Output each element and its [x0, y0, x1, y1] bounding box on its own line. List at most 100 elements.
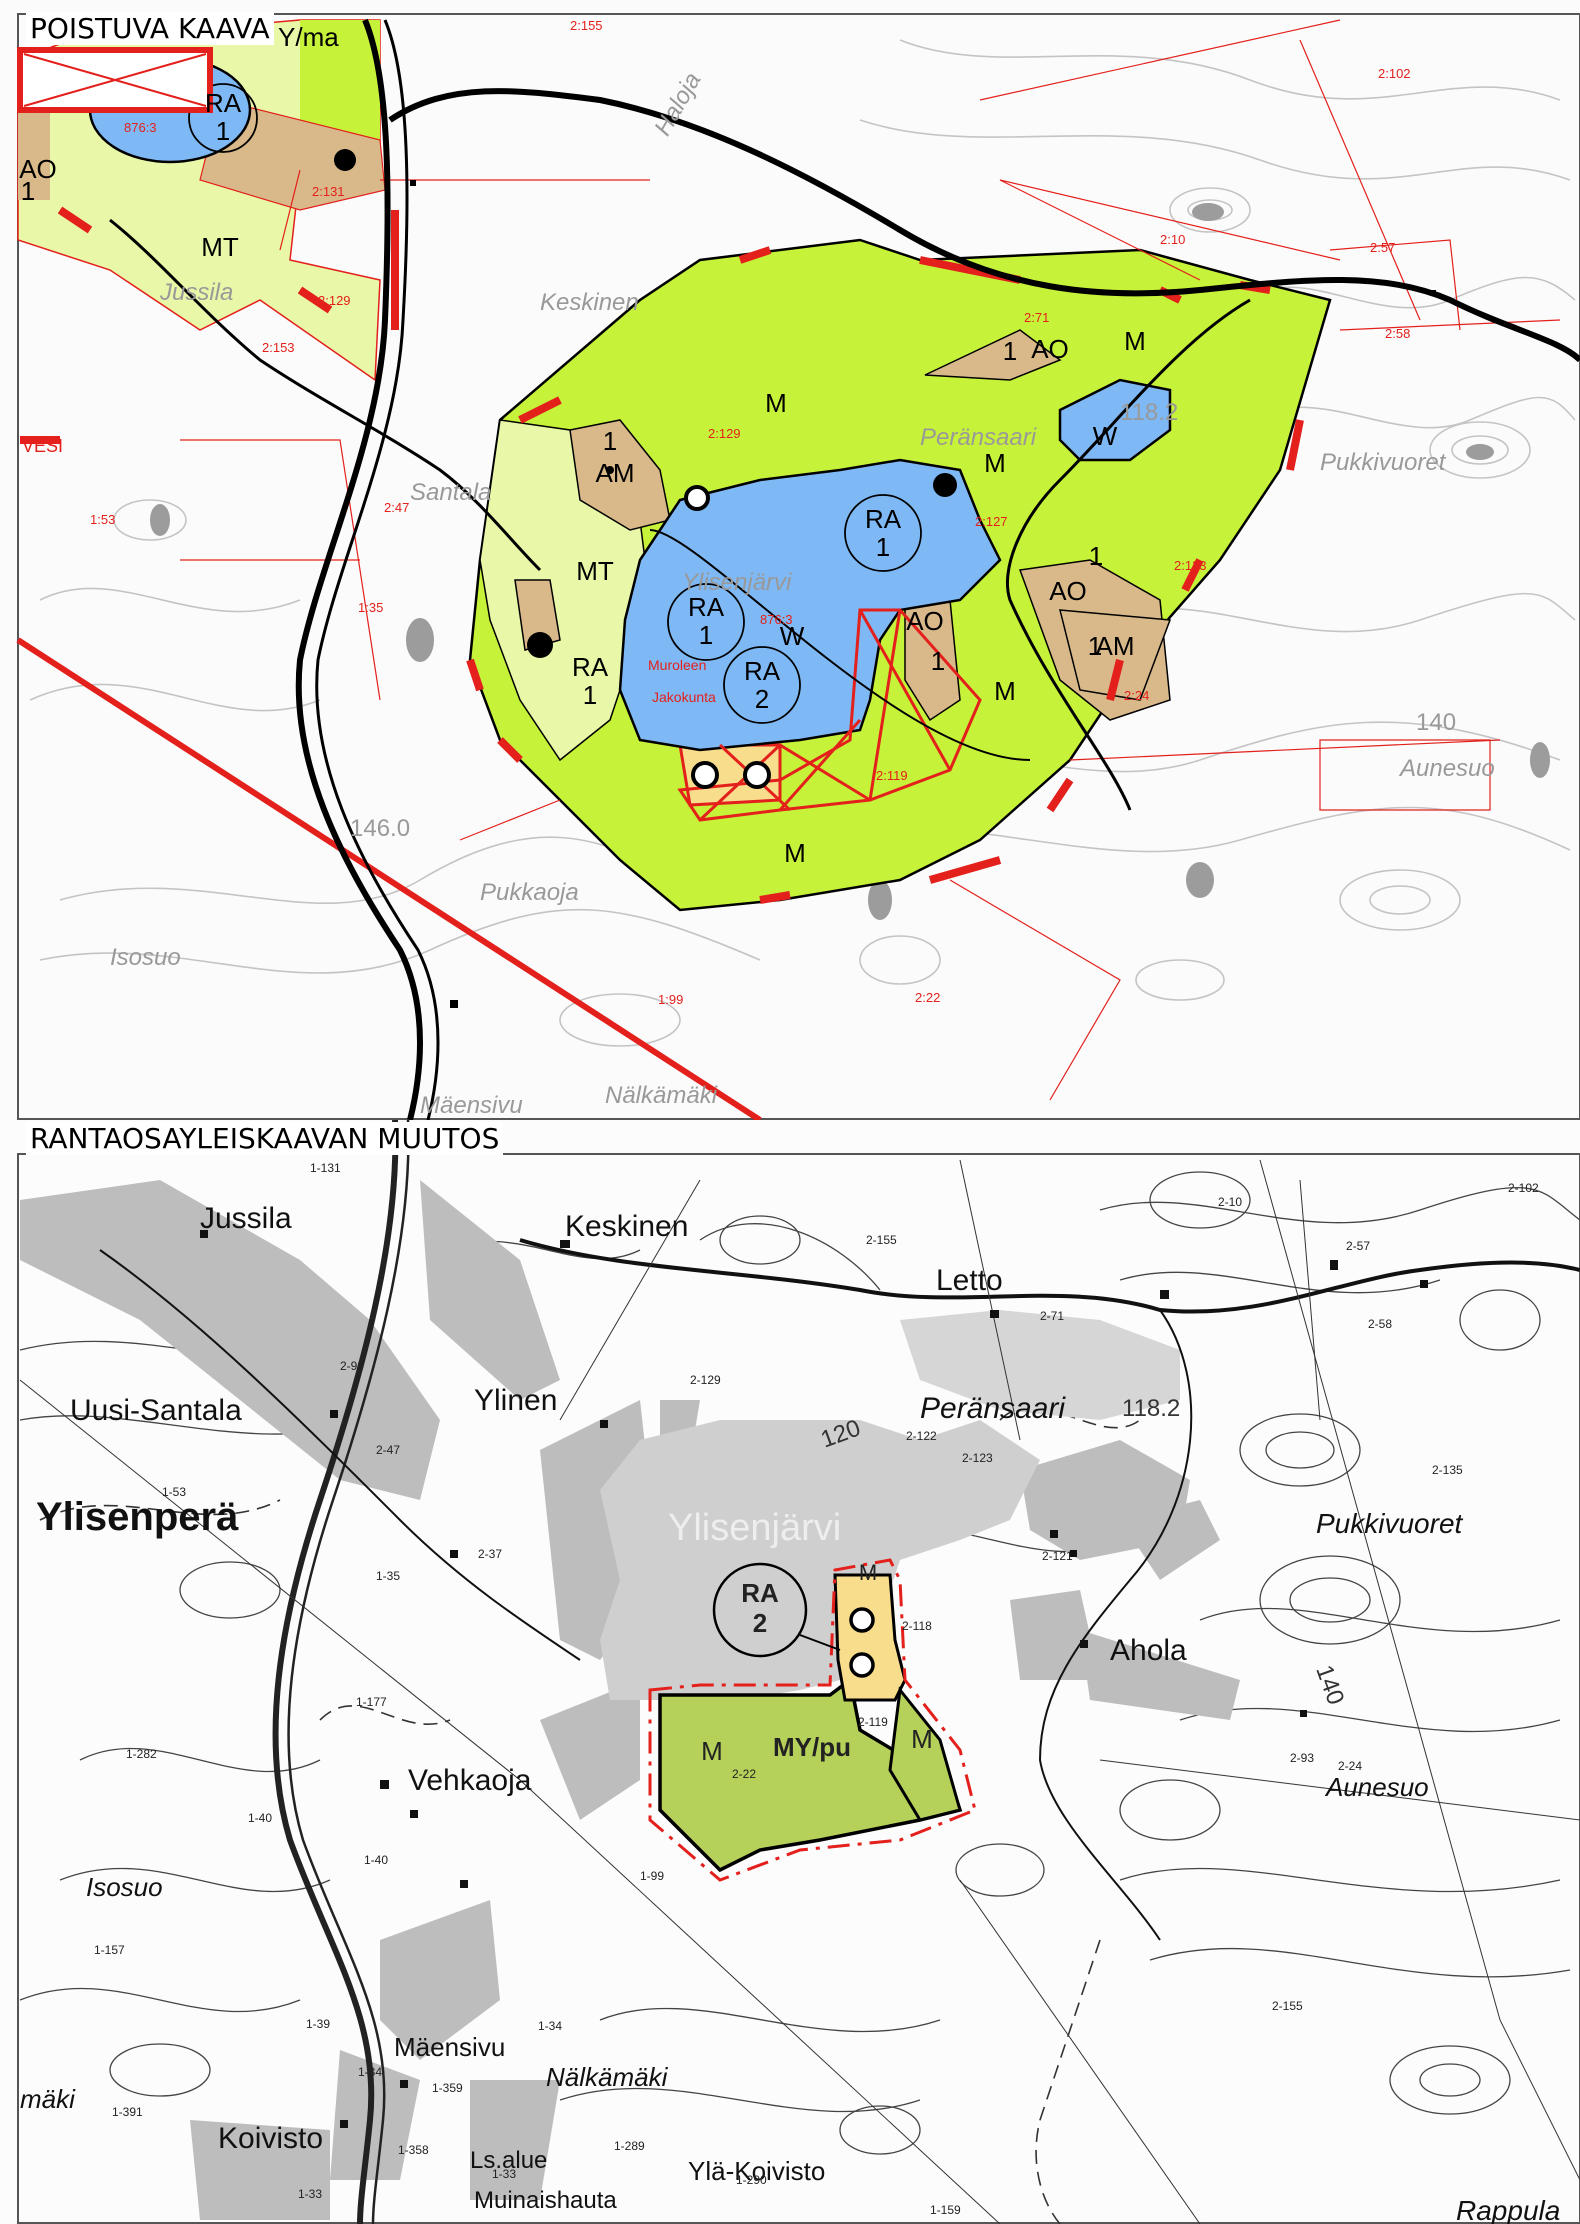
svg-text:146.0: 146.0	[350, 815, 410, 842]
removed-area-hatch	[677, 608, 982, 822]
svg-text:1-289: 1-289	[614, 2139, 645, 2153]
svg-text:2:131: 2:131	[312, 184, 345, 199]
svg-text:Letto: Letto	[936, 1264, 1003, 1297]
svg-text:1: 1	[1003, 336, 1017, 366]
svg-text:AO: AO	[1049, 576, 1087, 606]
svg-text:RA: RA	[572, 652, 609, 682]
plan-boundary-marks	[20, 206, 1304, 904]
svg-text:2-123: 2-123	[962, 1451, 993, 1465]
svg-text:Koivisto: Koivisto	[218, 2122, 323, 2155]
svg-text:2-129: 2-129	[690, 1373, 721, 1387]
svg-text:1: 1	[876, 532, 890, 562]
svg-text:2:22: 2:22	[915, 990, 940, 1005]
svg-text:Isosuo: Isosuo	[86, 1872, 163, 1902]
svg-text:Jussila: Jussila	[159, 279, 233, 306]
local-road-west-new	[99, 1249, 581, 1661]
plan-change-boundary	[648, 1558, 977, 1882]
svg-text:1-359: 1-359	[432, 2081, 463, 2095]
svg-text:1-34: 1-34	[538, 2019, 562, 2033]
ao-zone-w-edge[interactable]	[18, 100, 50, 200]
svg-text:MT: MT	[576, 556, 614, 586]
ra2-label-circle	[712, 1562, 808, 1658]
svg-text:Ylisenjärvi: Ylisenjärvi	[682, 569, 792, 596]
svg-text:1: 1	[603, 426, 617, 456]
svg-text:Ylisenperä: Ylisenperä	[36, 1495, 239, 1539]
svg-text:Aunesuo: Aunesuo	[1324, 1772, 1429, 1802]
new-plan-map[interactable]: RA 2 M MY/pu M M Jussila Keskinen Letto …	[0, 1120, 1580, 2224]
map-frame	[17, 13, 1580, 1120]
svg-text:MY/pu: MY/pu	[773, 1732, 851, 1762]
association-labels: Muroleen Jakokunta	[648, 657, 716, 705]
water-label-vesi: VESI	[22, 436, 63, 456]
svg-text:2-155: 2-155	[1272, 1999, 1303, 2013]
old-plan-title: POISTUVA KAAVA	[26, 12, 274, 45]
zone-divider-south	[649, 529, 1031, 761]
svg-text:M: M	[984, 448, 1006, 478]
am-zone-east[interactable]	[1059, 609, 1172, 701]
new-zone-labels: RA 2 M MY/pu M M	[701, 1560, 933, 1766]
svg-text:1-131: 1-131	[310, 1161, 341, 1175]
svg-text:2-119: 2-119	[858, 1715, 888, 1729]
svg-text:2:58: 2:58	[1385, 326, 1410, 341]
svg-text:118.2: 118.2	[1122, 1395, 1180, 1422]
svg-text:1-358: 1-358	[398, 2143, 429, 2157]
svg-text:2:153: 2:153	[262, 340, 295, 355]
svg-text:Keskinen: Keskinen	[540, 289, 639, 316]
svg-text:Jakokunta: Jakokunta	[652, 689, 716, 705]
svg-text:M: M	[701, 1736, 723, 1766]
svg-text:M: M	[784, 838, 806, 868]
svg-text:140: 140	[1416, 709, 1456, 736]
svg-text:1: 1	[699, 620, 713, 650]
svg-text:2-58: 2-58	[1368, 1317, 1392, 1331]
svg-text:2-24: 2-24	[1338, 1759, 1362, 1773]
svg-text:Ylä-Koivisto: Ylä-Koivisto	[688, 2156, 825, 2186]
local-road-west	[109, 218, 542, 572]
old-plan-map[interactable]: Y/ma M M M M M MT MT 1 AM 1 AM 1 AO 1 AO…	[0, 0, 1580, 1120]
svg-text:2-57: 2-57	[1346, 1239, 1370, 1253]
buildings-new	[200, 1230, 1428, 2128]
svg-text:Pukkaoja: Pukkaoja	[480, 879, 579, 906]
svg-text:2-37: 2-37	[478, 1547, 502, 1561]
svg-text:M: M	[994, 676, 1016, 706]
svg-text:RA: RA	[865, 504, 902, 534]
svg-text:1-33: 1-33	[492, 2167, 516, 2181]
svg-text:Nälkämäki: Nälkämäki	[546, 2062, 669, 2092]
svg-text:Keskinen: Keskinen	[565, 1210, 688, 1243]
secondary-road-old	[388, 88, 1580, 363]
svg-text:RA: RA	[205, 88, 242, 118]
svg-text:MT: MT	[201, 232, 239, 262]
svg-text:Uusi-Santala: Uusi-Santala	[70, 1394, 242, 1427]
svg-text:Jussila: Jussila	[200, 1202, 292, 1235]
svg-text:1-39: 1-39	[306, 2017, 330, 2031]
legend-label: Y/ma	[278, 22, 339, 52]
secondary-road-new	[519, 1238, 1580, 1314]
thin-property-lines	[19, 1159, 1580, 2224]
old-plan-panel: POISTUVA KAAVA	[0, 0, 1580, 1120]
svg-text:2-155: 2-155	[866, 1233, 897, 1247]
svg-text:Nälkämäki: Nälkämäki	[605, 1082, 718, 1109]
svg-text:876:3: 876:3	[124, 120, 157, 135]
svg-text:1: 1	[583, 680, 597, 710]
svg-text:2:47: 2:47	[384, 500, 409, 515]
old-parcel-ids: 2:155 2:102 2:131 2:10 2:57 2:58 2:153 2…	[90, 18, 1411, 1007]
m-zone-east-strip[interactable]	[888, 1686, 962, 1822]
svg-text:AM: AM	[596, 458, 635, 488]
svg-text:1:35: 1:35	[358, 600, 383, 615]
svg-text:1:99: 1:99	[658, 992, 683, 1007]
svg-text:2:57: 2:57	[1370, 240, 1395, 255]
svg-text:1-40: 1-40	[364, 1853, 388, 1867]
main-road-new-edge	[287, 1120, 410, 2224]
svg-text:Muinaishauta: Muinaishauta	[474, 2187, 617, 2214]
svg-text:M: M	[1124, 326, 1146, 356]
main-road-new	[272, 1120, 399, 2224]
ao-zone-north[interactable]	[924, 329, 1062, 381]
svg-text:AO: AO	[1031, 334, 1069, 364]
svg-text:2-122: 2-122	[906, 1429, 937, 1443]
protected-site-symbols	[684, 485, 771, 789]
ra-zone-west-plot[interactable]	[514, 579, 561, 651]
building-points	[334, 149, 1436, 1008]
svg-text:2-99: 2-99	[340, 1359, 364, 1373]
svg-text:1: 1	[21, 176, 35, 206]
svg-text:2:129: 2:129	[318, 293, 351, 308]
svg-text:Mäensivu: Mäensivu	[394, 2032, 505, 2062]
